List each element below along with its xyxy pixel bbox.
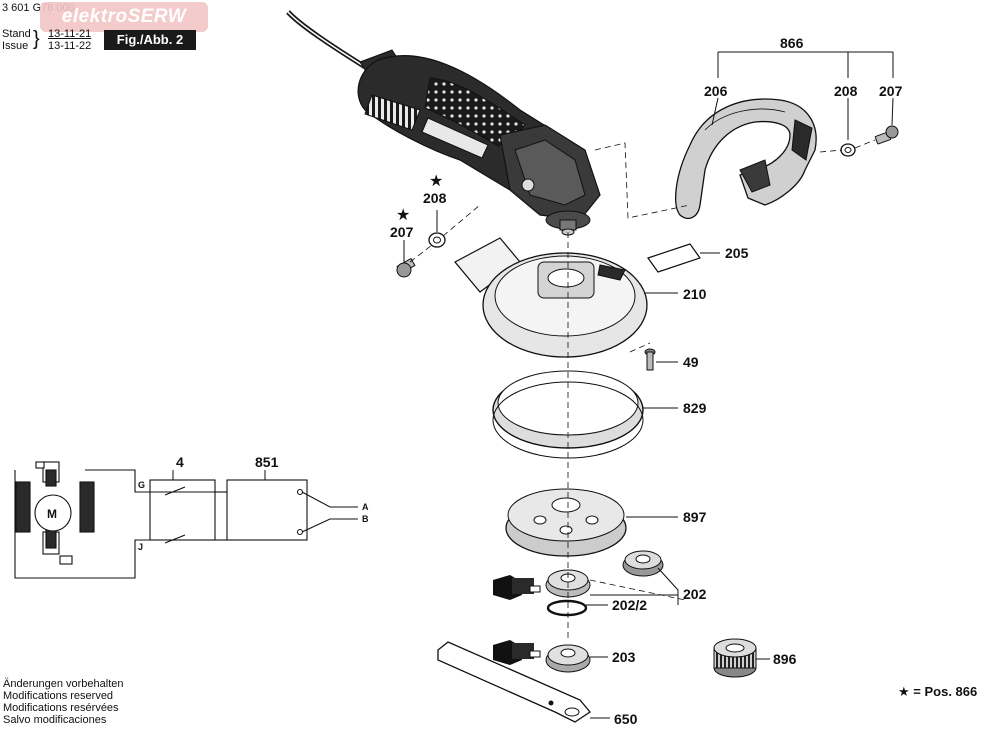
wiring-diagram	[14, 461, 358, 579]
callout-210: 210	[683, 286, 707, 302]
angle-grinder-body	[286, 10, 601, 236]
callout-208-star: 208	[423, 190, 447, 206]
motor-label: M	[47, 507, 57, 521]
watermark-logo: elektroSERW	[40, 2, 208, 32]
callout-202-2: 202/2	[612, 597, 647, 613]
protection-guard-part-210	[454, 237, 648, 358]
screw-part-207-star	[396, 257, 416, 278]
screw-part-207	[874, 125, 899, 145]
issue-label: Issue	[2, 40, 29, 52]
output-b-label: B	[362, 514, 369, 524]
spanner-usage-icon	[493, 575, 541, 600]
footer-line-fr: Modifications resérvées	[3, 702, 119, 714]
issue-date: 13-11-22	[48, 40, 92, 52]
callout-203: 203	[612, 649, 636, 665]
callout-897: 897	[683, 509, 707, 525]
callout-896: 896	[773, 651, 797, 667]
footer-line-en: Modifications reserved	[3, 690, 114, 702]
screw-part-49	[644, 348, 656, 371]
callout-206: 206	[704, 83, 728, 99]
footer-line-es: Salvo modificaciones	[3, 714, 107, 726]
legend-star-pos: ★ = Pos. 866	[898, 684, 977, 700]
star-icon-207: ★	[396, 207, 410, 224]
backing-pad-part-897	[505, 488, 627, 557]
two-pin-spanner-part-650	[437, 641, 591, 723]
callout-207: 207	[879, 83, 903, 99]
callout-866: 866	[780, 35, 804, 51]
terminal-g-label: G	[138, 480, 145, 490]
callout-4: 4	[176, 454, 184, 470]
callout-202: 202	[683, 586, 707, 602]
callout-208: 208	[834, 83, 858, 99]
side-handle-part-206	[675, 98, 817, 219]
terminal-j-label: J	[138, 542, 143, 552]
footer-notes: Änderungen vorbehalten Modifications res…	[3, 678, 123, 726]
callout-205: 205	[725, 245, 749, 261]
legend-text: = Pos. 866	[913, 684, 978, 699]
brace-icon: }	[33, 28, 40, 50]
callout-650: 650	[614, 711, 638, 727]
quick-clamp-nut-part-896	[713, 638, 757, 678]
callout-207-star: 207	[390, 224, 414, 240]
assembly-axis-lines	[409, 139, 876, 640]
stand-date: 13-11-21	[48, 28, 92, 40]
stand-label: Stand	[2, 28, 31, 40]
figure-label: Fig./Abb. 2	[104, 30, 196, 50]
callout-851: 851	[255, 454, 279, 470]
spanner-usage-icon-2	[493, 640, 541, 665]
star-icon: ★	[898, 684, 910, 699]
callout-49: 49	[683, 354, 699, 370]
callout-829: 829	[683, 400, 707, 416]
label-plate-part-205	[647, 243, 701, 273]
star-icon-208: ★	[429, 173, 443, 190]
output-a-label: A	[362, 502, 369, 512]
clamping-nut-part-203	[545, 644, 591, 673]
callout-leader-lines	[172, 51, 894, 719]
footer-line-de: Änderungen vorbehalten	[3, 678, 124, 690]
flange-nut-part-202	[622, 550, 664, 577]
o-ring-part-202-2	[546, 599, 588, 617]
